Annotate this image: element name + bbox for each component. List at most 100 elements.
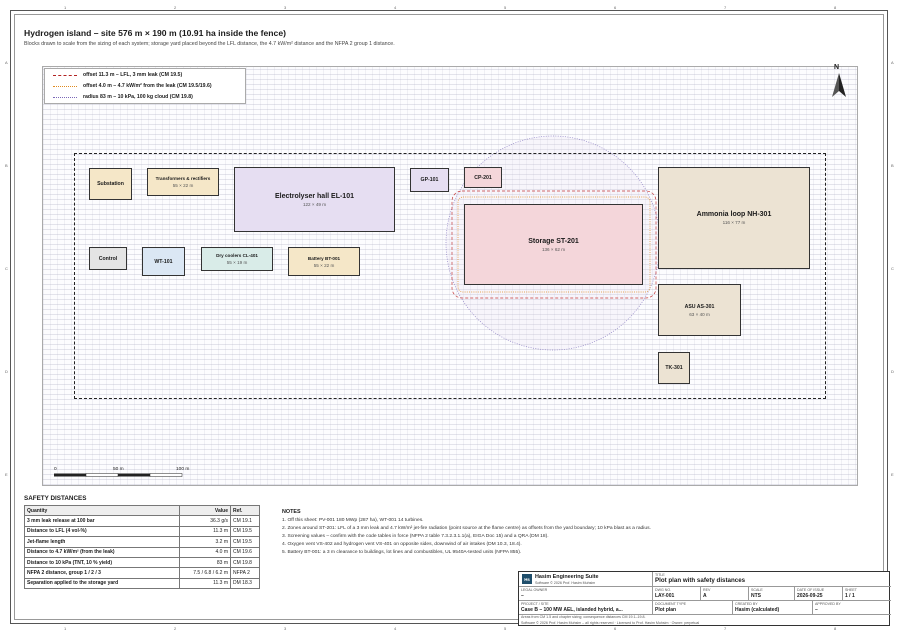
tb-legal-owner-value: – (521, 593, 524, 599)
legend-label-blast: radius 83 m – 10 kPa, 100 kg cloud (CM 1… (83, 94, 193, 100)
title-block: Hs Hasim Engineering Suite Software © 20… (518, 571, 891, 626)
block-transformers[interactable]: Transformers & rectifiers 55 × 22 m (147, 168, 219, 196)
cell-ref: CM 19.5 (230, 536, 260, 548)
block-substation[interactable]: Substation (89, 168, 132, 200)
block-asu-label: ASU AS-301 (684, 303, 715, 310)
tb-sheet-label: SHEET (845, 588, 857, 592)
scale-label-0: 0 (54, 467, 57, 472)
legend-item-radiation: offset 4.0 m – 4.7 kW/m² from the leak (… (53, 82, 212, 90)
table-header-row: Quantity Value Ref. (24, 504, 260, 517)
note-item: 2. Zones around ST-201: LFL of a 3 mm le… (282, 526, 651, 531)
block-dry-coolers[interactable]: Dry coolers CL-401 55 × 19 m (201, 247, 273, 271)
zone-col-3-bottom: 3 (284, 626, 287, 631)
zone-col-2-bottom: 2 (174, 626, 177, 631)
cell-ref: CM 19.5 (230, 525, 260, 538)
block-cp201-label: CP-201 (474, 174, 492, 181)
block-storage-dim: 136 × 62 m (541, 246, 566, 252)
tb-rev-value: A (703, 593, 707, 599)
safety-distances-table: Quantity Value Ref. 3 mm leak release at… (24, 504, 260, 590)
tb-legal-owner-cell: LEGAL OWNER – (519, 587, 653, 601)
company-subline: Software © 2026 Prof. Hasim Muhsim (535, 581, 596, 585)
tb-dwg-label: DWG NO. (655, 588, 672, 592)
block-wt101-label: WT-101 (154, 258, 173, 265)
zone-col-7-bottom: 7 (724, 626, 727, 631)
title-block-company-cell: Hs Hasim Engineering Suite Software © 20… (519, 572, 653, 587)
tb-approved-value: – (815, 607, 818, 613)
zone-col-1: 1 (64, 5, 67, 10)
cell-quantity: NFPA 2 distance, group 1 / 2 / 3 (24, 567, 180, 579)
zone-row-e: E (5, 472, 8, 477)
cell-ref: DM 18.3 (230, 577, 260, 590)
zone-row-c: C (5, 266, 8, 271)
block-ammonia-loop[interactable]: Ammonia loop NH-301 116 × 77 m (658, 167, 810, 269)
block-cp201[interactable]: CP-201 (464, 167, 502, 188)
north-label: N (834, 64, 840, 71)
page-subtitle: Blocks drawn to scale from the sizing of… (24, 41, 395, 47)
tb-doctype-label: DOCUMENT TYPE (655, 602, 687, 606)
block-battery-dim: 55 × 22 m (313, 262, 335, 268)
legend-swatch-lfl (53, 74, 77, 76)
drawing-title: Plot plan with safety distances (655, 577, 746, 584)
company-logo-icon: Hs (522, 574, 532, 584)
zone-row-b: B (5, 163, 8, 168)
cell-quantity: Distance to 4.7 kW/m² (from the leak) (24, 546, 180, 558)
block-wt101[interactable]: WT-101 (142, 247, 185, 276)
tb-sheet-value: 1 / 1 (845, 593, 855, 599)
block-storage-st201[interactable]: Storage ST-201 136 × 62 m (464, 204, 643, 285)
tb-title-label: TITLE (655, 573, 665, 577)
block-battery[interactable]: Battery BT-001 55 × 22 m (288, 247, 360, 276)
zone-col-2: 2 (174, 5, 177, 10)
block-asu-dim: 63 × 40 m (689, 311, 710, 317)
plot-area[interactable] (42, 66, 858, 486)
cell-quantity: Jet-flame length (24, 536, 180, 548)
radiation-offset-outline (457, 196, 651, 293)
block-tk301-label: TK-301 (665, 365, 683, 371)
zone-col-8: 8 (834, 5, 837, 10)
block-control-label: Control (98, 255, 118, 262)
note-item: 4. Oxygen vent VS-402 and hydrogen vent … (282, 542, 522, 547)
cell-quantity: 3 mm leak release at 100 bar (24, 515, 180, 527)
lfl-offset-outline (451, 190, 657, 299)
legend-item-blast: radius 83 m – 10 kPa, 100 kg cloud (CM 1… (53, 93, 193, 101)
tb-date-cell: DATE OF ISSUE 2026-09-25 (795, 587, 843, 601)
tb-project-cell: PROJECT / SITE Case B – 100 MW AEL, isla… (519, 601, 653, 615)
zone-row-a: A (5, 60, 8, 65)
block-electrolyser-label: Electrolyser hall EL-101 (275, 192, 354, 200)
zone-col-5-bottom: 5 (504, 626, 507, 631)
zone-row-c-right: C (891, 266, 894, 271)
block-tk301[interactable]: TK-301 (658, 352, 690, 384)
block-electrolyser-hall[interactable]: Electrolyser hall EL-101 122 × 49 m (234, 167, 395, 232)
cell-ref: CM 19.1 (230, 515, 260, 527)
zone-row-d-right: D (891, 369, 894, 374)
zone-row-a-right: A (891, 60, 894, 65)
block-gp101[interactable]: GP-101 (410, 168, 449, 192)
company-name: Hasim Engineering Suite (535, 574, 599, 580)
zone-row-e-right: E (891, 472, 894, 477)
zone-col-8-bottom: 8 (834, 626, 837, 631)
cell-value: 11.3 m (179, 525, 231, 538)
block-asu[interactable]: ASU AS-301 63 × 40 m (658, 284, 741, 336)
zone-col-1-bottom: 1 (64, 626, 67, 631)
tb-scale-label: SCALE (751, 588, 763, 592)
title-block-title-cell: TITLE Plot plan with safety distances (653, 572, 891, 587)
cell-ref: NFPA 2 (230, 567, 260, 579)
cell-value: 3.2 m (179, 536, 231, 548)
tb-footer-areas: Areas from CM 1.5 and chapter sizing; co… (521, 615, 646, 619)
safety-distances-heading: SAFETY DISTANCES (24, 495, 87, 502)
cell-value: 4.0 m (179, 546, 231, 558)
legend-swatch-radiation (53, 85, 77, 87)
zone-row-b-right: B (891, 163, 894, 168)
block-drycoolers-dim: 55 × 19 m (226, 260, 248, 265)
cell-value: 7.5 / 6.8 / 6.2 m (179, 567, 231, 579)
block-storage-label: Storage ST-201 (528, 237, 579, 245)
tb-rev-label: REV (703, 588, 711, 592)
block-control[interactable]: Control (89, 247, 127, 270)
notes-heading: NOTES (282, 509, 301, 515)
tb-scale-value: NTS (751, 593, 761, 599)
tb-date-value: 2026-09-25 (797, 593, 823, 599)
block-ammonia-dim: 116 × 77 m (722, 220, 746, 225)
legend-item-lfl: offset 11.3 m – LFL, 3 mm leak (CM 19.5) (53, 71, 182, 79)
